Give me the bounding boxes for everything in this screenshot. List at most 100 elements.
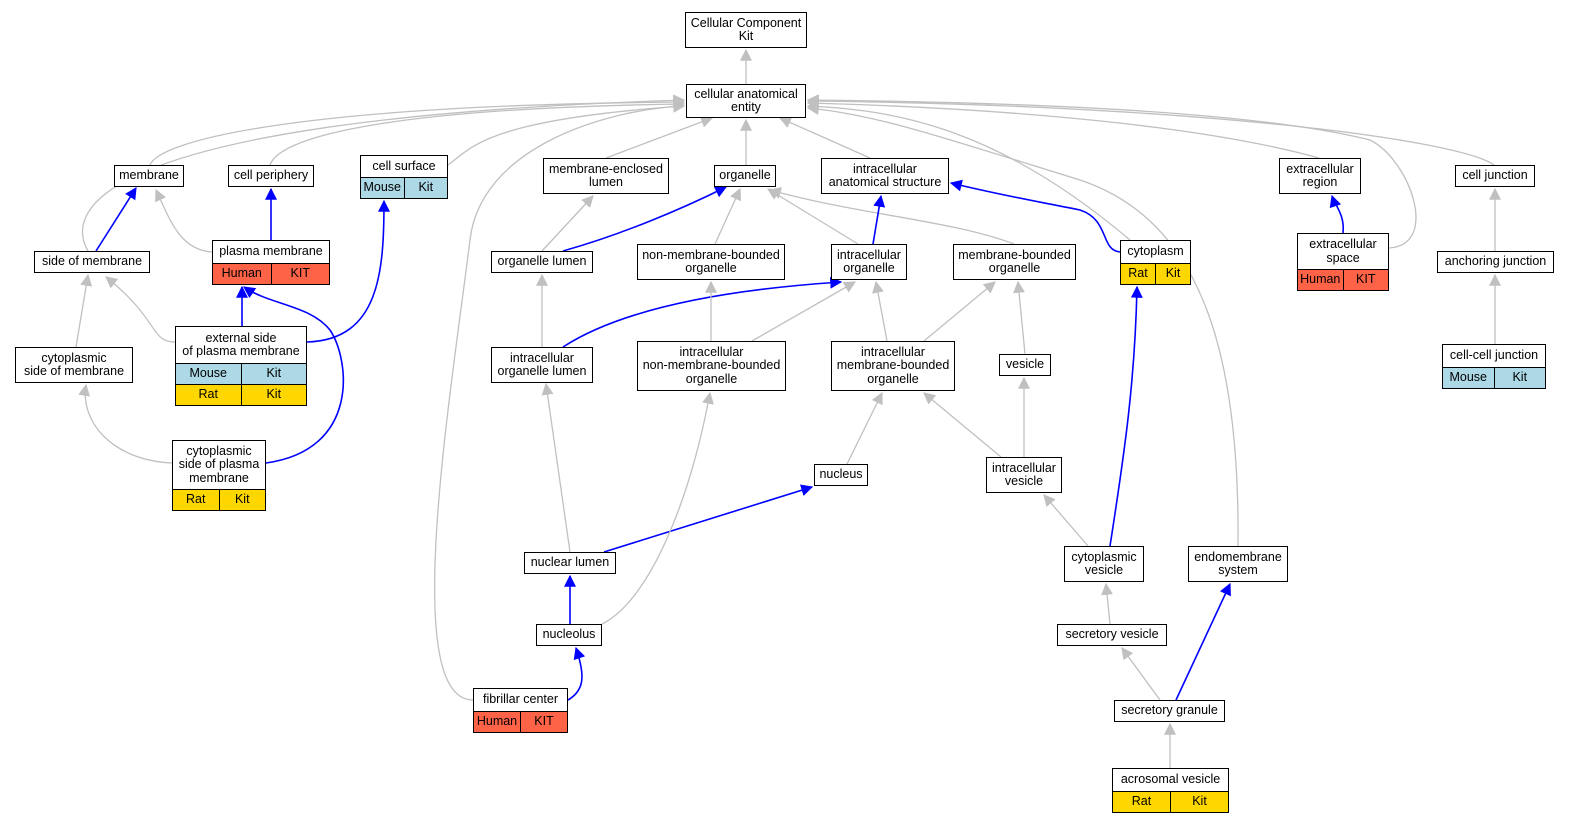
node-label: nucleolus bbox=[542, 627, 596, 642]
node-iol: intracellular organelle lumen bbox=[491, 347, 593, 383]
node-label: cell-cell junction bbox=[1449, 348, 1539, 363]
source-cell: Kit bbox=[403, 178, 448, 198]
node-celljunc: cell junction bbox=[1455, 165, 1535, 187]
node-orglumen: organelle lumen bbox=[491, 251, 593, 273]
edge-cytoplasm-ias bbox=[949, 179, 1121, 253]
species-cell: Mouse bbox=[1449, 370, 1488, 385]
node-inmbo: intracellular non-membrane-bounded organ… bbox=[637, 341, 786, 391]
annotation-row: Rat Kit bbox=[1121, 263, 1190, 284]
edge-extspace-cae bbox=[806, 94, 1417, 249]
node-endomem: endomembrane system bbox=[1188, 546, 1288, 582]
edge-inmbo-intorg bbox=[751, 281, 857, 342]
node-label: membrane-bounded organelle bbox=[958, 247, 1071, 275]
species-cell: Mouse bbox=[363, 180, 402, 195]
edge-secves-cytovesicle bbox=[1101, 582, 1114, 625]
species-cell: Rat bbox=[1131, 794, 1152, 809]
edge-cytovesicle-ivesicle bbox=[1043, 494, 1089, 547]
node-vesicle: vesicle bbox=[999, 354, 1051, 376]
edge-secgran-endomem bbox=[1175, 582, 1231, 701]
node-nmbo: non-membrane-bounded organelle bbox=[637, 244, 785, 280]
edge-cytoplasm-cae bbox=[806, 100, 1131, 241]
edge-vesicle-mbo bbox=[1013, 280, 1026, 355]
edge-cytovesicle-cytoplasm bbox=[1109, 285, 1143, 547]
node-label: membrane bbox=[119, 168, 179, 183]
edge-mbo-organelle bbox=[768, 187, 1015, 245]
node-label: anchoring junction bbox=[1444, 254, 1547, 269]
node-sideofmem: side of membrane bbox=[34, 251, 150, 273]
node-label: organelle lumen bbox=[497, 254, 587, 269]
source-cell: Kit bbox=[1155, 264, 1190, 284]
edge-ivesicle-imbo bbox=[923, 392, 1002, 458]
edge-secgran-secves bbox=[1121, 647, 1161, 701]
edge-orglumen-melumen bbox=[541, 195, 594, 252]
node-label: Cellular Component Kit bbox=[690, 15, 802, 43]
node-label: intracellular organelle lumen bbox=[497, 350, 587, 378]
edge-nuclumen-iol bbox=[541, 382, 571, 553]
source-cell: Kit bbox=[240, 385, 307, 405]
node-label: non-membrane-bounded organelle bbox=[642, 247, 780, 275]
annotation-row: Rat Kit bbox=[176, 384, 306, 405]
node-label: nuclear lumen bbox=[530, 555, 610, 570]
annotation-row: Rat Kit bbox=[1113, 791, 1228, 812]
node-label: secretory granule bbox=[1121, 703, 1218, 718]
source-cell: KIT bbox=[270, 264, 330, 284]
edge-endomem-cae bbox=[806, 103, 1239, 547]
node-mbo: membrane-bounded organelle bbox=[953, 244, 1076, 280]
species-cell: Rat bbox=[186, 492, 206, 507]
edge-orglumen-organelle bbox=[562, 186, 728, 252]
node-label: acrosomal vesicle bbox=[1120, 772, 1221, 787]
node-nucleolus: nucleolus bbox=[536, 624, 602, 646]
edge-nucleus-imbo bbox=[846, 391, 883, 465]
node-root: Cellular Component Kit bbox=[685, 12, 807, 48]
node-nuclumen: nuclear lumen bbox=[524, 552, 616, 574]
species-cell: Mouse bbox=[189, 366, 228, 381]
node-label: intracellular membrane-bounded organelle bbox=[836, 344, 950, 386]
edge-plasmamem-membrane bbox=[155, 188, 213, 253]
node-label: intracellular organelle bbox=[837, 247, 901, 275]
source-cell: Kit bbox=[218, 490, 266, 510]
source-cell: Kit bbox=[240, 364, 307, 384]
species-cell: Rat bbox=[1128, 266, 1148, 281]
node-label: cell periphery bbox=[233, 168, 309, 183]
edge-membrane-cae bbox=[149, 96, 686, 166]
node-label: intracellular non-membrane-bounded organ… bbox=[642, 344, 781, 386]
source-cell: KIT bbox=[1342, 270, 1389, 290]
node-label: cell junction bbox=[1462, 168, 1528, 183]
species-cell: Rat bbox=[198, 387, 218, 402]
edge-ias-cae bbox=[778, 116, 871, 159]
edge-cytoside-sideofmem bbox=[75, 273, 93, 348]
node-label: fibrillar center bbox=[482, 692, 559, 707]
edge-nuclumen-nucleus bbox=[603, 484, 814, 553]
edge-intorg-organelle bbox=[766, 188, 859, 245]
source-cell: KIT bbox=[520, 712, 567, 732]
edge-nucleolus-inmbo bbox=[601, 391, 714, 625]
node-secves: secretory vesicle bbox=[1057, 624, 1167, 646]
edge-cytosidepm-plasmamem bbox=[243, 286, 344, 464]
node-label: cytoplasmic side of membrane bbox=[23, 350, 125, 378]
node-imbo: intracellular membrane-bounded organelle bbox=[831, 341, 955, 391]
species-cell: Human bbox=[1300, 272, 1341, 287]
node-label: intracellular vesicle bbox=[992, 460, 1056, 488]
edge-imbo-mbo bbox=[923, 281, 996, 342]
node-label: cell surface bbox=[372, 158, 436, 173]
edge-fibcenter-cae bbox=[434, 100, 686, 701]
source-cell: Kit bbox=[1170, 792, 1228, 812]
edge-melumen-cae bbox=[605, 116, 714, 159]
annotation-row: Mouse Kit bbox=[176, 363, 306, 384]
node-label: membrane-enclosed lumen bbox=[549, 161, 663, 189]
node-label: side of membrane bbox=[41, 254, 143, 269]
node-cellperiph: cell periphery bbox=[228, 165, 314, 187]
